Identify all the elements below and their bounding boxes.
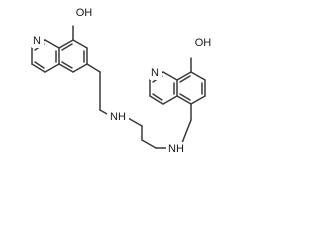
hydroxyquinoline-unit-top — [31, 25, 115, 119]
bond — [72, 63, 88, 73]
double-bond — [34, 61, 45, 69]
bond — [162, 71, 178, 81]
label-backdrop — [107, 110, 129, 124]
amine-label-left: NH — [110, 111, 126, 123]
label-backdrop — [166, 142, 188, 156]
bond — [31, 63, 46, 73]
bond — [141, 139, 157, 149]
propylene-linker — [127, 117, 169, 149]
hydroxyquinoline-unit-right — [149, 57, 206, 149]
label-backdrop — [150, 66, 162, 80]
bond — [190, 71, 206, 81]
bond — [58, 63, 74, 73]
double-bond — [152, 93, 163, 101]
chemical-structure-diagram: OH N NH OH N NH — [31, 6, 219, 156]
bond — [190, 95, 206, 105]
label-backdrop — [77, 6, 99, 20]
amine-label-right: NH — [168, 143, 184, 155]
hydroxyl-label-top: OH — [76, 7, 93, 19]
label-backdrop — [197, 36, 219, 50]
bond — [72, 39, 88, 49]
bond — [176, 95, 192, 105]
bond — [44, 39, 60, 49]
bond — [86, 63, 101, 73]
bond — [162, 95, 178, 105]
label-backdrop — [32, 34, 44, 48]
bond — [58, 39, 74, 49]
hydroxyl-label-right: OH — [195, 37, 212, 49]
bond — [44, 63, 60, 73]
double-bond — [179, 75, 191, 83]
double-bond — [61, 61, 73, 69]
bond — [176, 71, 192, 81]
double-bond — [61, 43, 73, 51]
double-bond — [179, 93, 191, 101]
bond — [149, 95, 164, 105]
bond — [127, 117, 143, 127]
ring-nitrogen-label-right: N — [151, 67, 159, 79]
ring-nitrogen-label-top: N — [33, 35, 41, 47]
